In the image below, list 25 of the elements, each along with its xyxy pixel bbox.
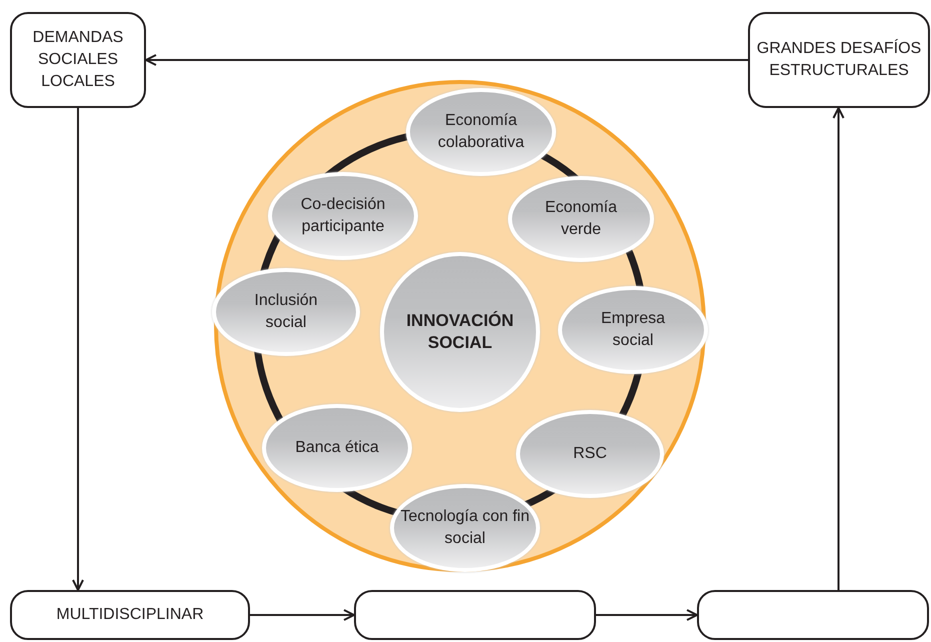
rounded-box xyxy=(10,590,250,640)
node-label: INNOVACIÓN SOCIAL xyxy=(405,310,515,354)
node-label: Tecnología con fin social xyxy=(400,507,530,549)
ellipse-node xyxy=(406,88,556,176)
node-label: GRANDES DESAFÍOS ESTRUCTURALES xyxy=(756,38,922,81)
arrow xyxy=(832,107,844,590)
node-label: Banca ética xyxy=(295,438,379,458)
ellipse-node xyxy=(390,484,540,572)
node-label: Economía colaborativa xyxy=(436,111,526,153)
node-label: DEMANDAS SOCIALES LOCALES xyxy=(32,28,124,92)
node-label: Economía verde xyxy=(544,198,618,240)
rounded-box xyxy=(10,12,146,108)
arrow xyxy=(250,609,355,621)
rounded-box xyxy=(697,590,929,640)
ellipse-node xyxy=(262,404,412,492)
rounded-box xyxy=(354,590,596,640)
node-label: Empresa social xyxy=(600,309,666,351)
arrow xyxy=(72,108,84,591)
node-label: Inclusión social xyxy=(253,291,319,333)
node-label: RSC xyxy=(573,444,607,464)
node-label: MULTIDISCIPLINAR xyxy=(56,605,204,625)
rounded-box xyxy=(748,12,930,108)
arrow xyxy=(145,54,748,66)
arrow xyxy=(596,609,698,621)
node-label: Co-decisión participante xyxy=(300,195,386,237)
